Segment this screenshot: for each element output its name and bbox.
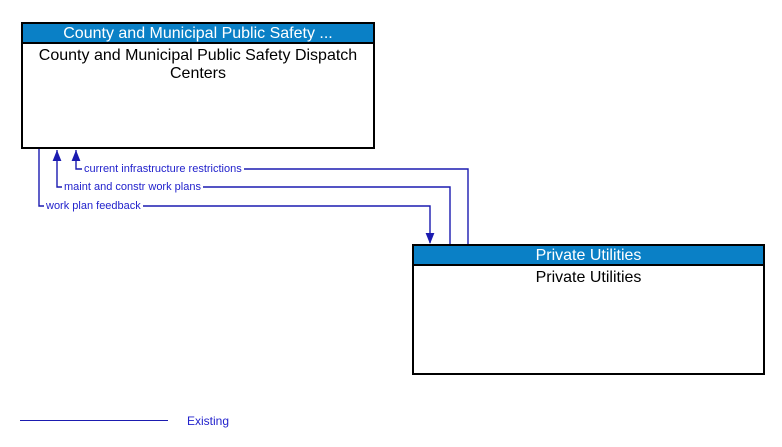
flow-label-work-plan-feedback[interactable]: work plan feedback bbox=[44, 200, 143, 212]
flow-label-maint-and-constr-work-plans[interactable]: maint and constr work plans bbox=[62, 181, 203, 193]
entity-body-private-utilities: Private Utilities bbox=[535, 269, 642, 286]
entity-header-private-utilities: Private Utilities bbox=[414, 246, 763, 266]
legend: Existing bbox=[0, 412, 300, 432]
arrowhead-up-current-infrastructure-restrictions bbox=[71, 150, 81, 161]
arrowhead-down-work-plan-feedback bbox=[425, 233, 435, 244]
legend-existing-label: Existing bbox=[187, 414, 230, 428]
flow-line-work-plan-feedback bbox=[38, 148, 431, 243]
arrowhead-up-maint-and-constr-work-plans bbox=[52, 150, 62, 161]
legend-existing-line-swatch bbox=[20, 420, 168, 421]
entity-box-private-utilities[interactable]: Private Utilities Private Utilities bbox=[412, 244, 765, 375]
entity-header-county-dispatch: County and Municipal Public Safety ... bbox=[23, 24, 373, 44]
flow-line-maint-and-constr-work-plans bbox=[56, 150, 451, 248]
entity-box-county-dispatch[interactable]: County and Municipal Public Safety ... C… bbox=[21, 22, 375, 149]
flow-label-current-infrastructure-restrictions[interactable]: current infrastructure restrictions bbox=[82, 163, 244, 175]
entity-body-county-dispatch: County and Municipal Public Safety Dispa… bbox=[38, 47, 358, 82]
